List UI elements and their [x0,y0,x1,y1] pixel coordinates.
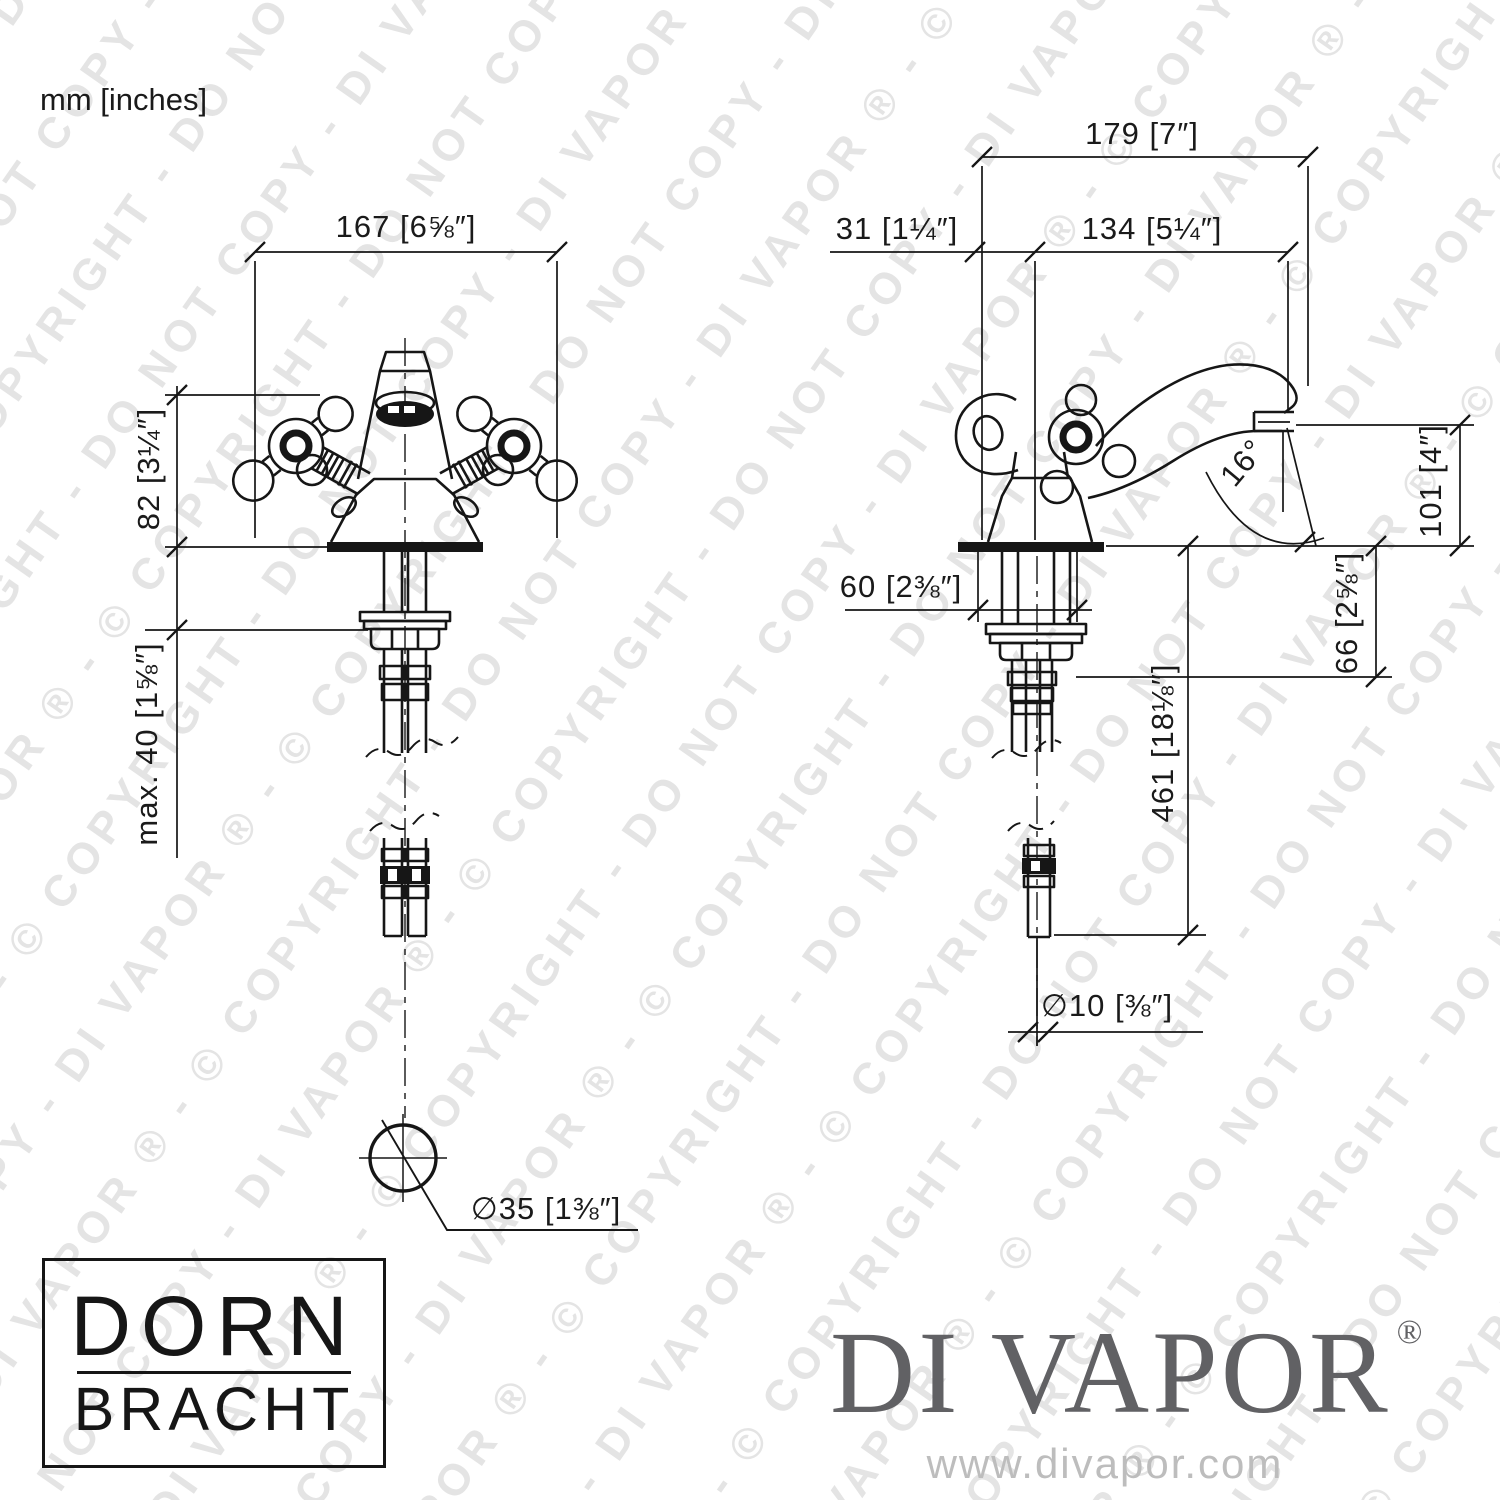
divapor-website-url: www.divapor.com [926,1440,1284,1487]
side-spout-height-dimension: 101 [4″] [1413,424,1448,538]
front-view-linework [225,350,585,1202]
divapor-logo: DI VAPOR® [830,1314,1423,1432]
side-rear-offset-dimension: 31 [1¼″] [835,211,959,246]
front-height-dimension: 82 [3¼″] [131,407,166,531]
centerlines [404,338,1038,1118]
side-below-deck-dimension: 66 [2⅝″] [1329,551,1364,675]
divapor-logo-text: DI VAPOR [830,1307,1391,1438]
side-spout-projection-dimension: 134 [5¼″] [1081,211,1223,246]
front-max-thickness-dimension: max. 40 [1⅝″] [129,642,164,846]
side-connection-diameter-dimension: ∅10 [⅜″] [1040,988,1174,1023]
units-label: mm [inches] [40,82,208,117]
dornbracht-logo-line1: DORN [70,1278,358,1373]
side-base-depth-dimension: 60 [2⅜″] [839,569,963,604]
dimension-ticks [166,146,1471,1043]
dornbracht-logo-line2: BRACHT [73,1375,355,1444]
side-connection-length-dimension: 461 [18⅛″] [1145,663,1180,823]
side-total-projection-dimension: 179 [7″] [1085,116,1199,151]
dornbracht-logo-divider [77,1371,351,1375]
front-hole-diameter-dimension: ∅35 [1⅜″] [470,1191,622,1226]
dimension-lines [145,156,1474,1231]
registered-trademark-mark: ® [1396,1314,1426,1351]
side-view-linework [954,363,1298,939]
front-width-dimension: 167 [6⅝″] [335,209,477,244]
dornbracht-logo: DORN BRACHT [42,1258,386,1468]
